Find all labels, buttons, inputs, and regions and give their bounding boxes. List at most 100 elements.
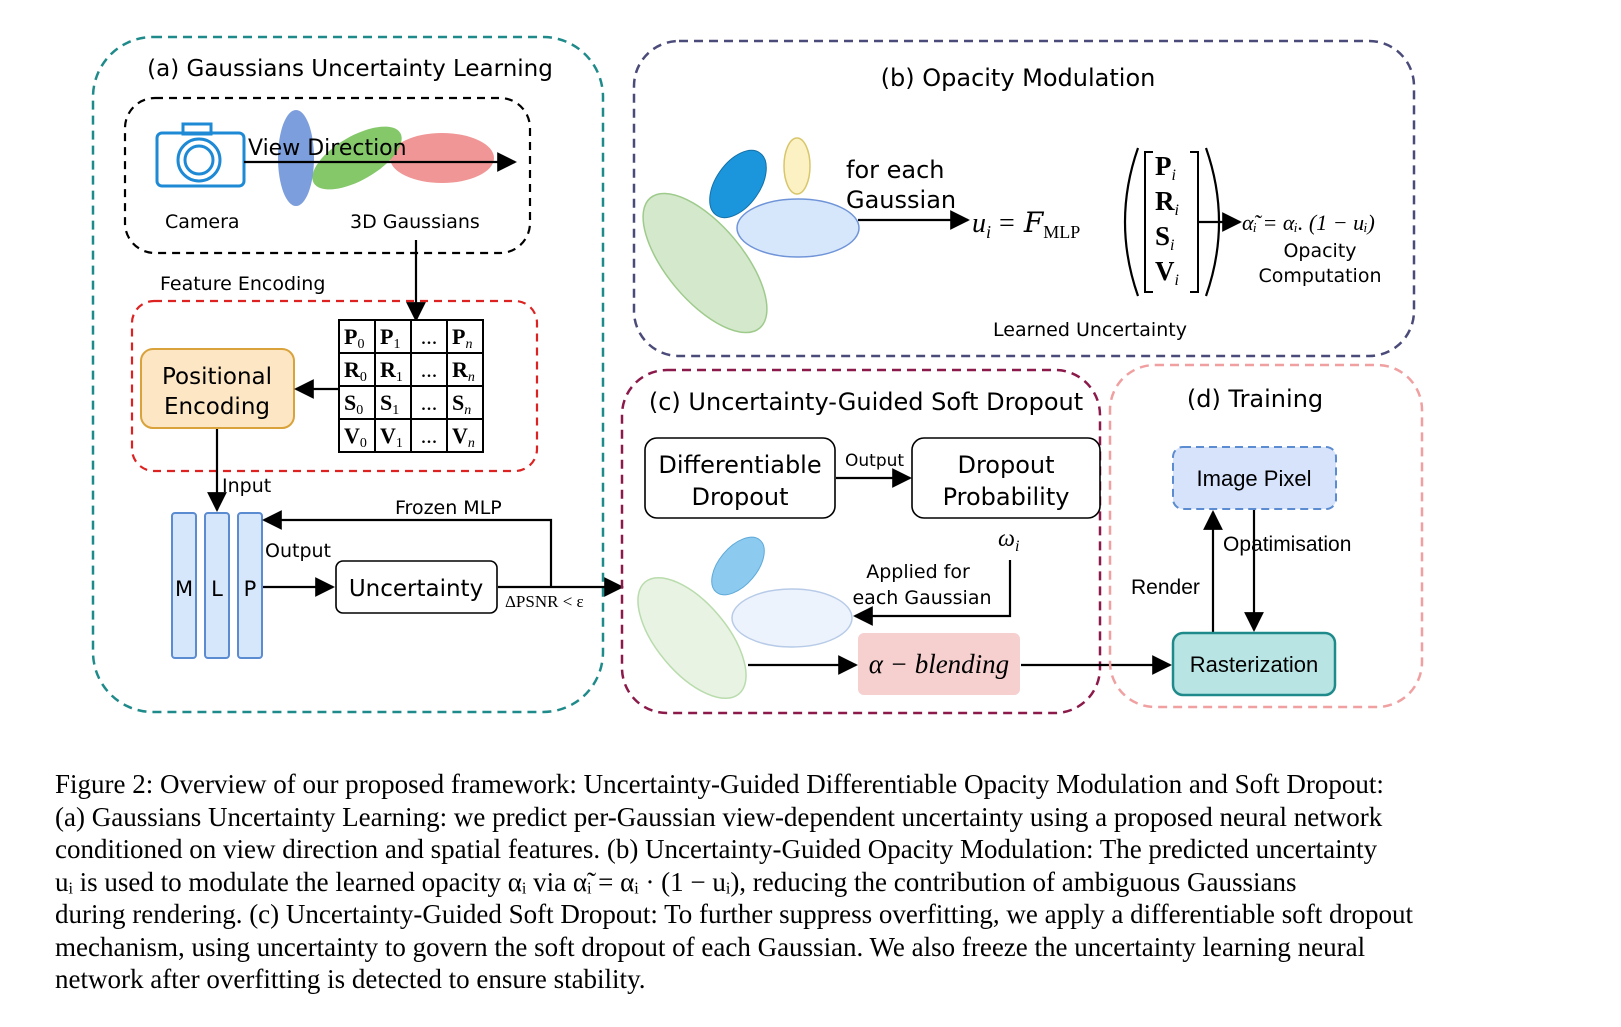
output-label-c: Output xyxy=(845,451,904,471)
dropout-prob-line1: Dropout xyxy=(957,451,1054,479)
diff-dropout-box xyxy=(644,437,836,519)
panel-d-border xyxy=(1108,363,1424,709)
dropout-prob-box xyxy=(911,437,1101,519)
panel-a-title: (a) Gaussians Uncertainty Learning xyxy=(147,56,553,82)
dropout-prob-line2: Probability xyxy=(943,483,1070,511)
uncertainty-label: Uncertainty xyxy=(349,576,483,602)
panel-c-title: (c) Uncertainty-Guided Soft Dropout xyxy=(649,388,1083,416)
formula-u-sub: i xyxy=(986,222,991,242)
feature-encoding-box xyxy=(130,299,539,473)
matrix-cell: Pn xyxy=(452,324,472,352)
camera-label: Camera xyxy=(165,211,240,233)
matrix-cell: P0 xyxy=(344,324,364,352)
caption-line-6: mechanism, using uncertainty to govern t… xyxy=(55,931,1366,962)
svg-text:ωi: ωi xyxy=(998,526,1019,555)
caption-line-1: Figure 2: Overview of our proposed frame… xyxy=(55,769,1384,799)
diff-dropout-line1: Differentiable xyxy=(658,451,821,479)
vector-entry: Si xyxy=(1155,221,1174,254)
matrix-cell: R1 xyxy=(380,357,403,385)
vector-entry: Pi xyxy=(1155,151,1176,184)
matrix-cell: Vn xyxy=(452,423,475,451)
gaussian-yellow-b xyxy=(783,137,811,195)
matrix-cell: ... xyxy=(421,357,438,382)
frozen-mlp-arrow xyxy=(262,510,553,587)
formula-u: u xyxy=(972,208,986,239)
matrix-cell: V1 xyxy=(380,423,403,451)
uncertainty-box xyxy=(335,560,498,614)
input-label: Input xyxy=(222,475,271,497)
view-box xyxy=(123,96,532,255)
mlp-block: M L P xyxy=(171,512,263,659)
caption-line-2: (a) Gaussians Uncertainty Learning: we p… xyxy=(55,801,1383,832)
render-label: Render xyxy=(1131,576,1200,599)
matrix-cell: Rn xyxy=(452,357,475,385)
applied-line2: each Gaussian xyxy=(852,587,991,609)
matrix-cell: Sn xyxy=(452,390,471,418)
omega-symbol: ω xyxy=(998,526,1015,552)
omega-sub: i xyxy=(1015,538,1019,555)
rasterization-label: Rasterization xyxy=(1190,652,1318,677)
matrix-cell: ... xyxy=(421,324,438,349)
figure-caption: Figure 2: Overview of our proposed frame… xyxy=(55,768,1575,996)
gaussians-3d-label: 3D Gaussians xyxy=(350,211,480,233)
matrix-cell: V0 xyxy=(344,423,367,451)
panel-b-border xyxy=(632,39,1416,358)
rasterization-box xyxy=(1171,631,1337,697)
gaussian-lightblue-c xyxy=(731,588,853,648)
omega-to-gaussian-arrow xyxy=(853,560,1012,626)
formula-f: F xyxy=(1023,206,1045,239)
gaussian-blue-c xyxy=(711,536,765,596)
image-pixel-label: Image Pixel xyxy=(1197,466,1312,491)
image-pixel-box xyxy=(1172,446,1337,510)
view-direction-label: View Direction xyxy=(248,136,407,161)
optimisation-label: Opatimisation xyxy=(1223,533,1351,556)
formula-eq: = xyxy=(999,208,1022,239)
matrix-cell: R0 xyxy=(344,357,367,385)
gaussian-lightblue-b xyxy=(736,198,860,258)
panel-a-border xyxy=(91,35,605,714)
matrix-cell: ... xyxy=(421,423,438,448)
left-bracket xyxy=(1144,151,1153,293)
formula-mlp: MLP xyxy=(1043,222,1080,242)
gaussian-green-c xyxy=(637,576,747,700)
gaussian-green xyxy=(312,126,402,190)
panel-b-title: (b) Opacity Modulation xyxy=(881,64,1156,92)
frozen-mlp-label: Frozen MLP xyxy=(395,497,502,519)
alpha-blending-box xyxy=(858,633,1020,695)
mlp-letter-l: L xyxy=(211,577,223,601)
diff-dropout-line2: Dropout xyxy=(691,483,788,511)
svg-text:ui= FMLP: ui = FMLP xyxy=(972,206,1080,242)
psnr-condition: ΔPSNR < ε xyxy=(505,592,584,611)
caption-line-5: during rendering. (c) Uncertainty-Guided… xyxy=(55,899,1414,929)
panel-d-title: (d) Training xyxy=(1187,385,1323,413)
gaussian-darkblue-b xyxy=(709,149,767,219)
learned-uncertainty-label: Learned Uncertainty xyxy=(993,319,1187,341)
feature-encoding-label: Feature Encoding xyxy=(160,273,325,295)
caption-line-3: conditioned on view direction and spatia… xyxy=(55,834,1378,864)
positional-encoding-box xyxy=(140,348,295,429)
for-each-line2: Gaussian xyxy=(846,186,956,214)
gaussian-red xyxy=(390,133,494,183)
left-paren xyxy=(1123,147,1140,297)
framework-diagram: (a) Gaussians Uncertainty Learning View … xyxy=(91,35,1424,715)
gaussian-green-b xyxy=(642,192,768,334)
panel-c-border xyxy=(620,368,1102,715)
alpha-formula: α̃ᵢ = αᵢ. (1 − uᵢ) xyxy=(1242,210,1375,235)
applied-line1: Applied for xyxy=(866,561,970,583)
matrix-cell: S1 xyxy=(380,390,399,418)
for-each-line1: for each xyxy=(846,156,945,184)
vector-entry: Ri xyxy=(1155,186,1179,219)
alpha-blending-label: α − blending xyxy=(869,649,1009,679)
opacity-line2: Computation xyxy=(1259,265,1382,287)
mlp-letter-m: M xyxy=(175,577,193,601)
matrix-cell: S0 xyxy=(344,390,363,418)
gaussian-blue xyxy=(278,110,314,206)
caption-line-7: network after overfitting is detected to… xyxy=(55,964,646,994)
caption-line-4: uᵢ is used to modulate the learned opaci… xyxy=(55,866,1297,897)
output-label-a: Output xyxy=(265,540,331,562)
camera-icon xyxy=(155,122,246,188)
positional-encoding-line2: Encoding xyxy=(164,394,270,420)
matrix-cell: ... xyxy=(421,390,438,415)
